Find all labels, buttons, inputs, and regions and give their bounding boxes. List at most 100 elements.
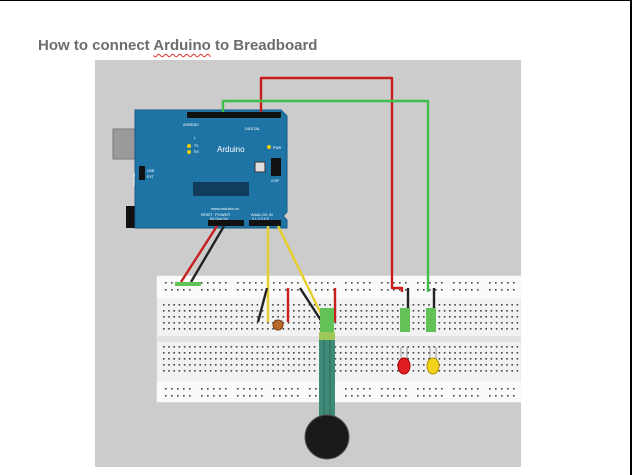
breadboard-hole bbox=[381, 282, 383, 284]
breadboard-hole bbox=[225, 310, 227, 312]
breadboard-hole bbox=[220, 304, 222, 306]
force-sensor-strip bbox=[319, 340, 335, 420]
tx-label: TX bbox=[194, 144, 199, 148]
breadboard-hole bbox=[183, 322, 186, 324]
breadboard-hole bbox=[321, 289, 323, 291]
breadboard-hole bbox=[308, 370, 311, 372]
breadboard-hole bbox=[371, 310, 373, 312]
breadboard-hole bbox=[443, 358, 446, 360]
breadboard-hole bbox=[215, 328, 217, 330]
breadboard-hole bbox=[386, 310, 389, 312]
breadboard-hole bbox=[189, 395, 191, 397]
breadboard-hole bbox=[209, 346, 212, 348]
breadboard-hole bbox=[391, 310, 394, 312]
breadboard-hole bbox=[345, 310, 347, 312]
breadboard-hole bbox=[241, 364, 243, 366]
breadboard-hole bbox=[256, 346, 259, 348]
breadboard-hole bbox=[313, 316, 316, 318]
breadboard-hole bbox=[495, 364, 498, 366]
breadboard-hole bbox=[183, 388, 185, 390]
breadboard-hole bbox=[163, 346, 165, 348]
breadboard-hole bbox=[464, 328, 467, 330]
breadboard-hole bbox=[402, 304, 404, 306]
breadboard-hole bbox=[417, 310, 420, 312]
breadboard-hole bbox=[506, 364, 508, 366]
breadboard-hole bbox=[485, 316, 487, 318]
breadboard-hole bbox=[261, 316, 264, 318]
breadboard-hole bbox=[303, 352, 305, 354]
breadboard-hole bbox=[376, 316, 378, 318]
breadboard-hole bbox=[209, 316, 212, 318]
breadboard-hole bbox=[441, 289, 443, 291]
breadboard-hole bbox=[365, 322, 368, 324]
breadboard-hole bbox=[204, 304, 207, 306]
breadboard-hole bbox=[261, 289, 263, 291]
breadboard-hole bbox=[360, 352, 363, 354]
title-suffix: to Breadboard bbox=[210, 37, 318, 54]
breadboard-hole bbox=[204, 364, 207, 366]
breadboard-hole bbox=[376, 346, 378, 348]
breadboard-hole bbox=[469, 352, 472, 354]
breadboard-hole bbox=[272, 328, 274, 330]
breadboard-hole bbox=[297, 282, 299, 284]
breadboard-hole bbox=[345, 364, 347, 366]
breadboard-hole bbox=[178, 352, 181, 354]
breadboard-hole bbox=[345, 282, 347, 284]
breadboard-hole bbox=[350, 370, 352, 372]
breadboard-hole bbox=[490, 364, 493, 366]
breadboard-hole bbox=[219, 282, 221, 284]
breadboard-hole bbox=[230, 370, 233, 372]
breadboard-hole bbox=[168, 304, 170, 306]
breadboard-hole bbox=[464, 370, 467, 372]
breadboard-hole bbox=[471, 289, 473, 291]
breadboard-hole bbox=[391, 322, 394, 324]
breadboard-hole bbox=[261, 322, 264, 324]
breadboard-hole bbox=[194, 352, 196, 354]
breadboard-hole bbox=[225, 388, 227, 390]
breadboard-hole bbox=[194, 304, 196, 306]
wires bbox=[179, 76, 436, 323]
breadboard-hole bbox=[485, 328, 487, 330]
breadboard-hole bbox=[178, 364, 181, 366]
breadboard-hole bbox=[423, 346, 425, 348]
breadboard-hole bbox=[386, 358, 389, 360]
breadboard-hole bbox=[282, 358, 285, 360]
wire-black-photocell-gnd bbox=[256, 287, 269, 323]
breadboard-hole bbox=[475, 304, 477, 306]
breadboard-hole bbox=[511, 352, 513, 354]
breadboard-hole bbox=[241, 322, 243, 324]
breadboard-hole bbox=[454, 364, 456, 366]
breadboard-hole bbox=[251, 322, 253, 324]
breadboard-hole bbox=[471, 282, 473, 284]
breadboard-hole bbox=[272, 358, 274, 360]
breadboard-hole bbox=[267, 328, 269, 330]
breadboard-hole bbox=[449, 370, 451, 372]
breadboard-hole bbox=[194, 370, 196, 372]
breadboard-hole bbox=[350, 358, 352, 360]
breadboard-hole bbox=[345, 388, 347, 390]
breadboard-hole bbox=[178, 358, 181, 360]
breadboard-hole bbox=[235, 310, 238, 312]
breadboard-hole bbox=[402, 346, 404, 348]
breadboard-hole bbox=[204, 358, 207, 360]
breadboard-hole bbox=[355, 364, 357, 366]
breadboard-hole bbox=[267, 364, 269, 366]
breadboard-hole bbox=[246, 358, 248, 360]
breadboard-hole bbox=[417, 395, 419, 397]
breadboard-hole bbox=[386, 370, 389, 372]
breadboard-hole bbox=[501, 370, 503, 372]
breadboard-hole bbox=[194, 322, 196, 324]
breadboard-hole bbox=[417, 352, 420, 354]
breadboard-hole bbox=[163, 352, 165, 354]
breadboard-hole bbox=[501, 310, 503, 312]
breadboard-hole bbox=[215, 358, 217, 360]
breadboard-hole bbox=[511, 304, 513, 306]
breadboard-hole bbox=[293, 322, 295, 324]
breadboard-hole bbox=[475, 352, 477, 354]
breadboard-hole bbox=[480, 346, 482, 348]
breadboard-hole bbox=[417, 322, 420, 324]
breadboard-hole bbox=[477, 388, 479, 390]
breadboard-hole bbox=[438, 316, 441, 318]
breadboard-hole bbox=[287, 364, 290, 366]
breadboard-hole bbox=[480, 328, 482, 330]
